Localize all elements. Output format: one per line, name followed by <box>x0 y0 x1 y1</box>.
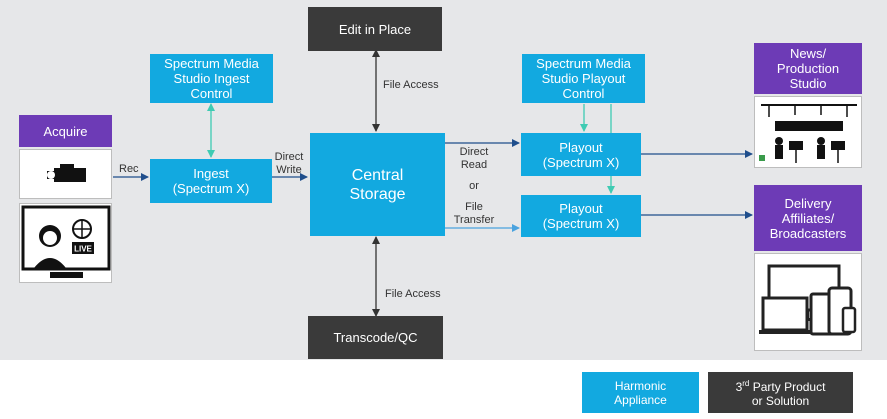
edit-in-place-box: Edit in Place <box>308 7 442 51</box>
label-file-access-top: File Access <box>383 79 439 91</box>
svg-text:LIVE: LIVE <box>74 245 92 254</box>
label-rec: Rec <box>119 163 139 175</box>
legend-third-party-sup: rd <box>742 379 750 388</box>
label-direct-read: Direct Read <box>459 146 489 171</box>
playout-box-2: Playout (Spectrum X) <box>521 195 641 237</box>
transcode-box: Transcode/QC <box>308 316 443 359</box>
central-storage-box: Central Storage <box>310 133 445 236</box>
connector-lines <box>113 49 753 317</box>
label-or: or <box>469 180 479 192</box>
live-broadcaster-icon: LIVE <box>21 205 111 278</box>
legend-harmonic: Harmonic Appliance <box>582 372 699 413</box>
label-direct-write: Direct Write <box>274 151 304 176</box>
legend-third-party-prefix: 3 <box>735 380 743 394</box>
delivery-box: Delivery Affiliates/ Broadcasters <box>754 185 862 251</box>
camera-panel <box>19 149 112 199</box>
legend-third-party-rest: Party Product or Solution <box>751 380 826 408</box>
ingest-box: Ingest (Spectrum X) <box>150 159 272 203</box>
legend-third-party: 3rd Party Product or Solution <box>708 372 853 413</box>
legend-third-party-text: 3rd Party Product or Solution <box>736 377 826 408</box>
label-file-transfer: File Transfer <box>453 201 495 226</box>
live-broadcaster-panel: LIVE <box>19 203 112 283</box>
devices-panel <box>754 253 862 351</box>
playout-box-1: Playout (Spectrum X) <box>521 133 641 176</box>
playout-control-box: Spectrum Media Studio Playout Control <box>522 54 645 103</box>
label-file-access-bottom: File Access <box>385 288 441 300</box>
studio-panel <box>754 96 862 168</box>
camera-icon <box>47 164 86 182</box>
studio-crew-icon <box>759 104 857 163</box>
devices-icon <box>759 264 857 336</box>
ingest-control-box: Spectrum Media Studio Ingest Control <box>150 54 273 103</box>
news-studio-box: News/ Production Studio <box>754 43 862 94</box>
acquire-box: Acquire <box>19 115 112 147</box>
